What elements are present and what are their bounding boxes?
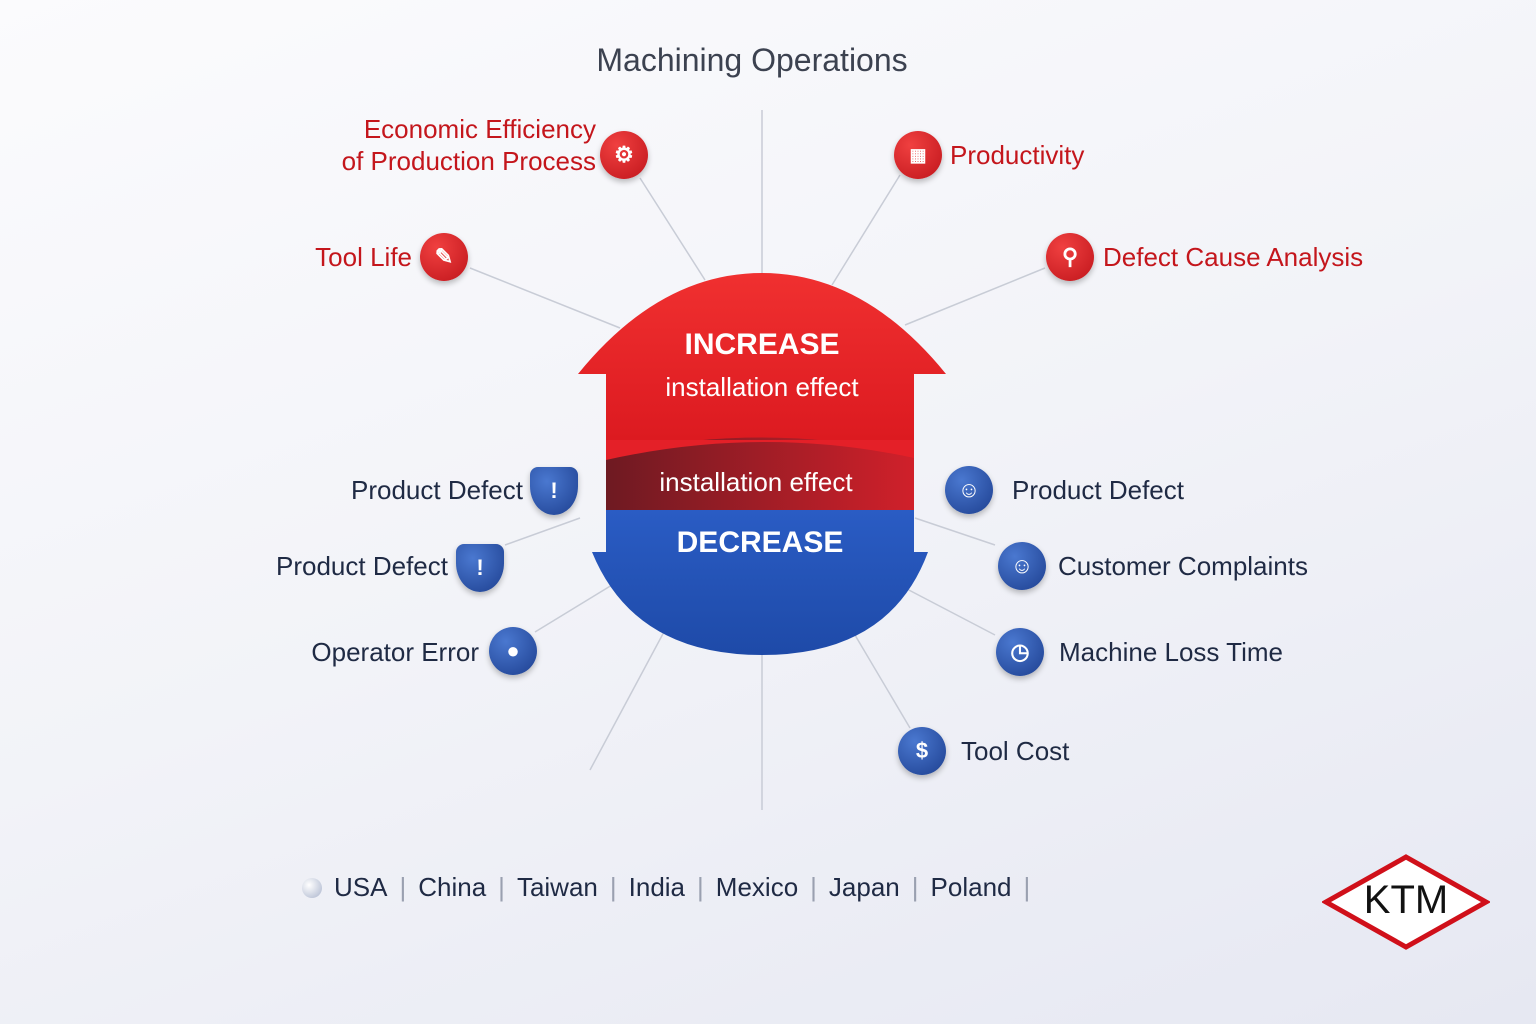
item-label: Economic Efficiency — [363, 114, 596, 144]
shield-alert-icon: ! — [456, 544, 504, 592]
item-defect-cause-analysis: Defect Cause Analysis — [1103, 242, 1364, 272]
decrease-label: DECREASE — [676, 526, 844, 559]
country: USA — [334, 872, 388, 902]
magnifier-icon: ⚲ — [1046, 233, 1094, 281]
globe-dot-icon — [302, 877, 322, 898]
connector-line — [639, 177, 706, 281]
connector-line — [831, 174, 901, 286]
country: Mexico — [715, 872, 799, 902]
connector-line — [589, 629, 666, 771]
dollar-icon: $ — [898, 727, 946, 775]
connector-line — [914, 517, 996, 546]
pencil-icon: ✎ — [420, 233, 468, 281]
country: Poland — [930, 872, 1012, 902]
country: India — [628, 872, 686, 902]
clock-icon: ◷ — [996, 628, 1044, 676]
connector-line — [904, 587, 996, 636]
country-list: USA| China| Taiwan| India| Mexico| Japan… — [302, 872, 1042, 903]
logo-text: KTM — [1363, 878, 1449, 922]
middle-sublabel: installation effect — [659, 467, 853, 497]
country: Taiwan — [516, 872, 598, 902]
connector-line — [504, 517, 581, 546]
increase-sublabel: installation effect — [665, 372, 859, 402]
item-product-defect: Product Defect — [351, 475, 523, 505]
item-productivity: Productivity — [950, 140, 1085, 170]
item-product-defect: Product Defect — [276, 551, 448, 581]
country: China — [418, 872, 487, 902]
decrease-arrow — [592, 510, 928, 655]
face-icon: ☺ — [945, 466, 993, 514]
gear-icon: ⚙ — [600, 131, 648, 179]
connector-line — [534, 584, 613, 633]
face-icon: ☺ — [998, 542, 1046, 590]
country: Japan — [828, 872, 900, 902]
connector-line — [851, 629, 911, 729]
increase-arrow — [578, 273, 946, 440]
page-title: Machining Operations — [596, 42, 908, 78]
middle-band — [606, 437, 914, 510]
item-product-defect: Product Defect — [1012, 475, 1184, 505]
item-tool-life: Tool Life — [315, 242, 412, 272]
connector-line — [904, 267, 1046, 326]
item-label: of Production Process — [341, 146, 596, 176]
ktm-logo — [1322, 854, 1490, 950]
increase-label: INCREASE — [684, 328, 840, 361]
item-machine-loss-time: Machine Loss Time — [1059, 637, 1283, 667]
item-tool-cost: Tool Cost — [961, 736, 1070, 766]
item-operator-error: Operator Error — [311, 637, 479, 667]
shield-alert-icon: ! — [530, 467, 578, 515]
item-customer-complaints: Customer Complaints — [1058, 551, 1308, 581]
calendar-chart-icon: ▦ — [894, 131, 942, 179]
connector-line — [469, 267, 621, 329]
user-icon: ● — [489, 627, 537, 675]
